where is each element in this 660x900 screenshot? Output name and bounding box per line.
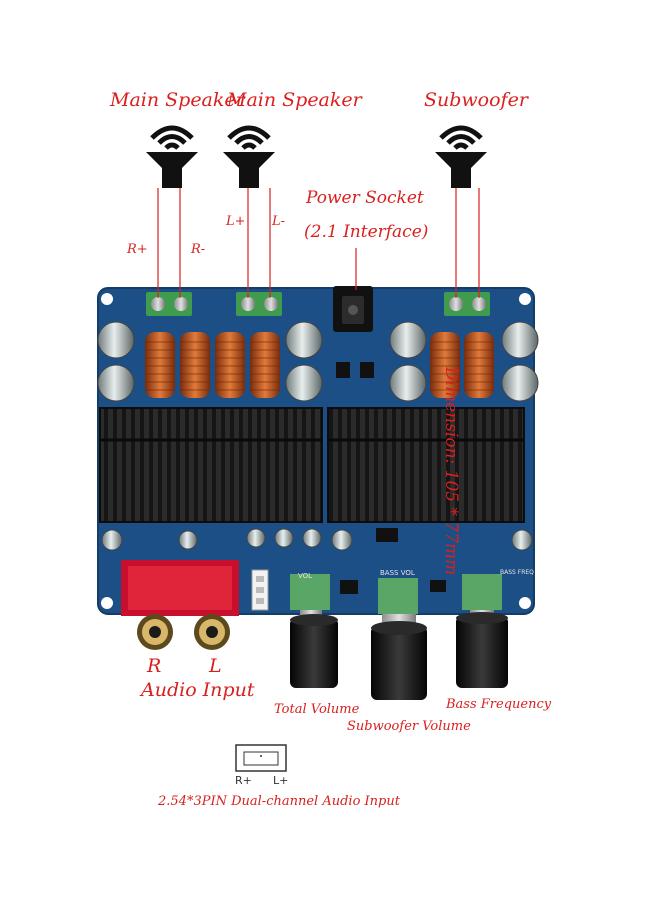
capacitor <box>501 321 539 359</box>
board-vol-text: VOL <box>298 572 313 580</box>
capacitor <box>285 364 323 402</box>
potentiometer-total-volume <box>290 574 338 688</box>
capacitor <box>97 321 135 359</box>
power-interface-label: (2.1 Interface) <box>304 222 429 242</box>
polarity-label: R- <box>191 242 206 257</box>
polarity-label: L+ <box>226 214 246 229</box>
main-speaker-label: Main Speaker <box>227 89 362 111</box>
pin-header <box>251 569 269 611</box>
heatsink-left <box>99 407 323 523</box>
leader-lines <box>157 188 480 298</box>
capacitor <box>285 321 323 359</box>
capacitor <box>389 364 427 402</box>
pin-l-label: L+ <box>273 774 289 787</box>
heatsink-right <box>327 407 525 523</box>
capacitor <box>389 321 427 359</box>
audio-input-label: Audio Input <box>141 679 255 701</box>
small-capacitors <box>101 528 533 551</box>
power-socket <box>333 286 373 332</box>
speaker-terminal <box>236 292 282 316</box>
main-speaker-label: Main Speaker <box>110 89 245 111</box>
total-volume-label: Total Volume <box>274 702 360 717</box>
subwoofer-label: Subwoofer <box>424 89 528 111</box>
board-bass-vol-text: BASS VOL <box>380 569 415 577</box>
audio-input-r-label: R <box>147 655 162 677</box>
polarity-label: L- <box>272 214 286 229</box>
pin-schematic-icon <box>235 744 287 772</box>
speaker-icon <box>146 125 198 188</box>
speaker-terminal <box>146 292 192 316</box>
board-bass-freq-text: BASS FREQ <box>500 569 534 576</box>
pin-r-label: R+ <box>235 774 252 787</box>
audio-input-l-label: L <box>209 655 222 677</box>
capacitor <box>97 364 135 402</box>
bass-frequency-label: Bass Frequency <box>446 697 552 712</box>
dimension-label: Dimension: 105 * 77mm <box>440 367 461 576</box>
pin-header-caption: 2.54*3PIN Dual-channel Audio Input <box>158 794 400 809</box>
subwoofer-terminal <box>444 292 490 316</box>
subwoofer-volume-label: Subwoofer Volume <box>347 719 471 734</box>
speaker-icon <box>223 125 275 188</box>
capacitor <box>501 364 539 402</box>
subwoofer-icon <box>435 125 487 188</box>
polarity-label: R+ <box>127 242 148 257</box>
power-socket-label: Power Socket <box>306 188 424 208</box>
rca-input-jacks <box>121 560 239 650</box>
potentiometer-subwoofer-volume <box>371 578 427 700</box>
potentiometer-bass-frequency <box>456 574 508 688</box>
